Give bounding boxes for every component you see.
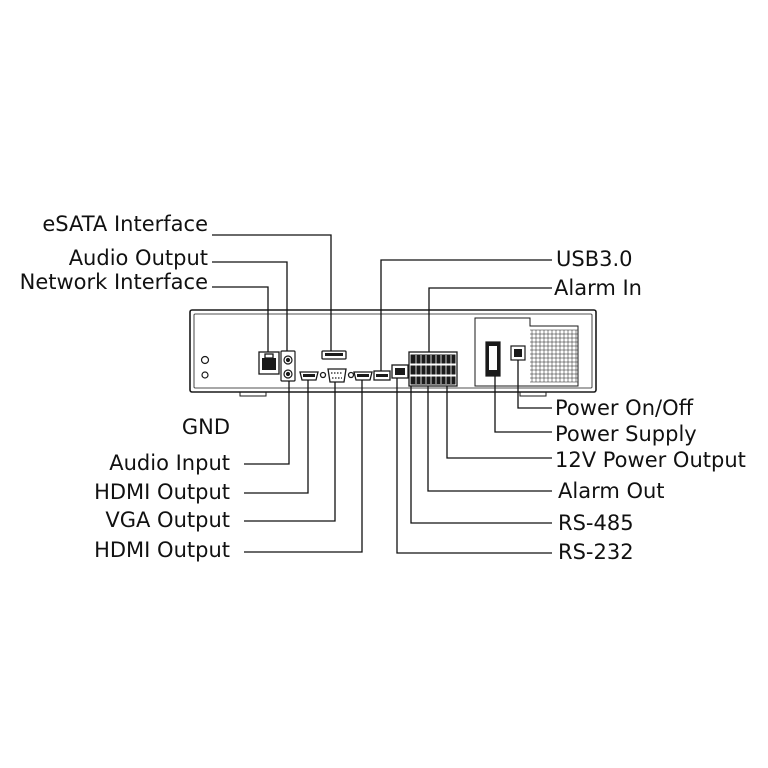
vga-port [319, 368, 355, 383]
audio-jacks [280, 350, 296, 382]
label-alarm-in: Alarm In [554, 276, 642, 300]
label-gnd: GND [181, 415, 230, 439]
label-alarm-out: Alarm Out [558, 479, 665, 503]
leader-hdmi-1 [244, 380, 309, 494]
foot-right [519, 391, 547, 397]
label-audio-input: Audio Input [109, 451, 230, 475]
power-supply-module [474, 317, 579, 387]
label-rs-485: RS-485 [558, 511, 634, 535]
leader-esata [212, 234, 332, 351]
terminal-block [408, 351, 458, 387]
leader-audio-input [244, 381, 290, 465]
label-network-interface: Network Interface [19, 270, 208, 294]
leader-power-switch [517, 360, 552, 409]
label-hdmi-output-2: HDMI Output [94, 538, 230, 562]
network-port [258, 351, 280, 375]
leader-rs485 [410, 386, 552, 524]
label-esata-interface: eSATA Interface [42, 212, 208, 236]
leader-audio-output [212, 261, 288, 351]
foot-left [239, 391, 267, 397]
hdmi-port-2 [353, 371, 373, 381]
leader-network [212, 286, 269, 352]
label-vga-output: VGA Output [105, 508, 230, 532]
label-hdmi-output-1: HDMI Output [94, 480, 230, 504]
label-audio-output: Audio Output [68, 246, 208, 270]
usb3-port [373, 370, 391, 381]
rs232-port [391, 364, 409, 379]
chassis-outline [189, 309, 597, 393]
leader-rs232 [396, 378, 552, 554]
device-chassis [189, 309, 597, 397]
leader-vga [244, 382, 336, 522]
label-usb3: USB3.0 [556, 247, 633, 271]
leader-12v-output [446, 386, 552, 459]
leader-alarm-out [427, 386, 552, 492]
leader-lines [212, 234, 552, 554]
leader-power-supply [494, 376, 552, 433]
label-power-on-off: Power On/Off [555, 396, 694, 420]
hdmi-port-1 [299, 371, 319, 381]
label-rs-232: RS-232 [558, 540, 634, 564]
gnd-screw [200, 355, 210, 379]
leader-usb3 [380, 259, 552, 371]
esata-port [321, 350, 347, 360]
label-power-supply: Power Supply [555, 422, 697, 446]
chassis-inner-edge [193, 313, 593, 389]
label-12v-power-output: 12V Power Output [555, 448, 746, 472]
leader-hdmi-2 [244, 380, 363, 553]
leader-alarm-in [428, 287, 552, 352]
